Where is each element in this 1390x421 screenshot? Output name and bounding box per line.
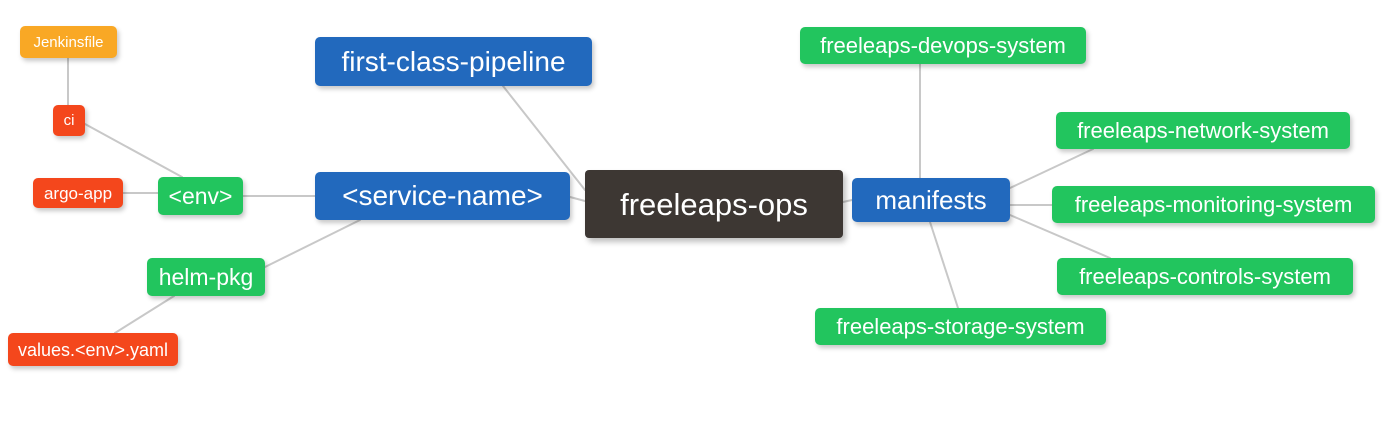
- mindmap-node-manifests[interactable]: manifests: [852, 178, 1010, 222]
- mindmap-node-values-env-yaml[interactable]: values.<env>.yaml: [8, 333, 178, 366]
- mindmap-node-helm-pkg[interactable]: helm-pkg: [147, 258, 265, 296]
- mindmap-node-freeleaps-ops[interactable]: freeleaps-ops: [585, 170, 843, 238]
- mindmap-link: [84, 123, 183, 178]
- mindmap-node-env[interactable]: <env>: [158, 177, 243, 215]
- mindmap-node-jenkinsfile[interactable]: Jenkinsfile: [20, 26, 117, 58]
- mindmap-node-service-name[interactable]: <service-name>: [315, 172, 570, 220]
- mindmap-link: [1009, 148, 1094, 189]
- mindmap-node-freeleaps-monitoring-system[interactable]: freeleaps-monitoring-system: [1052, 186, 1375, 223]
- mindmap-link: [929, 221, 959, 309]
- mindmap-link: [264, 219, 361, 268]
- mindmap-node-freeleaps-network-system[interactable]: freeleaps-network-system: [1056, 112, 1350, 149]
- mindmap-node-ci[interactable]: ci: [53, 105, 85, 136]
- mindmap-link: [842, 199, 853, 203]
- mindmap-node-argo-app[interactable]: argo-app: [33, 178, 123, 208]
- mindmap-node-freeleaps-devops-system[interactable]: freeleaps-devops-system: [800, 27, 1086, 64]
- mindmap-node-freeleaps-storage-system[interactable]: freeleaps-storage-system: [815, 308, 1106, 345]
- mindmap-link: [569, 196, 586, 202]
- mindmap-node-first-class-pipeline[interactable]: first-class-pipeline: [315, 37, 592, 86]
- mindmap-link: [114, 295, 175, 334]
- mindmap-node-freeleaps-controls-system[interactable]: freeleaps-controls-system: [1057, 258, 1353, 295]
